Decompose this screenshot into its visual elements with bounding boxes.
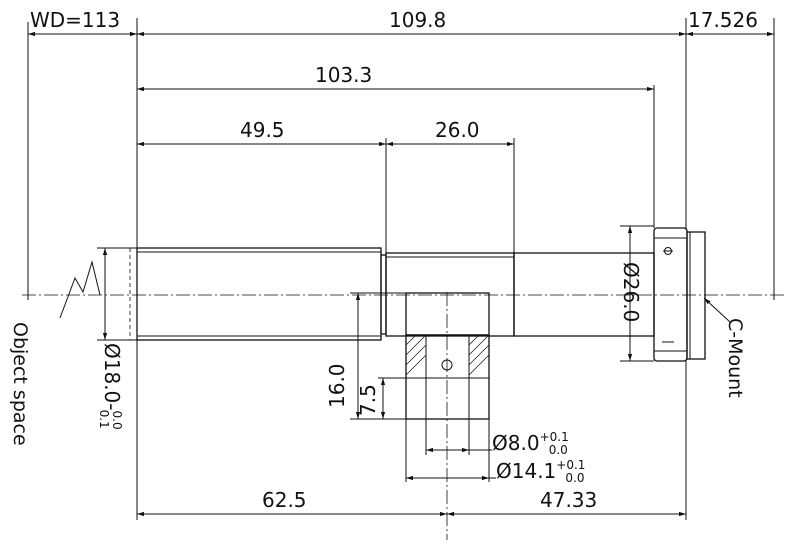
step-ring xyxy=(380,254,387,335)
front-to-center-label: 62.5 xyxy=(262,488,307,512)
overall-length-label: 109.8 xyxy=(389,8,446,32)
illumination-port xyxy=(405,292,490,540)
rear-diameter-label: Ø26.0 xyxy=(619,262,643,322)
dimension-lines xyxy=(28,31,774,517)
front-barrel xyxy=(136,247,382,341)
middle-section xyxy=(385,252,515,337)
center-to-mount-label: 47.33 xyxy=(540,488,597,512)
extension-lines xyxy=(27,18,775,520)
length-to-flange-label: 103.3 xyxy=(315,63,372,87)
working-distance-label: WD=113 xyxy=(30,8,120,32)
object-space-label: Object space xyxy=(9,322,31,446)
c-mount-label: C-Mount xyxy=(724,318,746,398)
lens-body xyxy=(129,227,706,362)
c-mount-thread xyxy=(686,231,706,360)
port-thread-hatch xyxy=(405,334,490,376)
flange-distance-label: 17.526 xyxy=(688,8,758,32)
front-barrel-length-label: 49.5 xyxy=(240,118,285,142)
port-height-label: 16.0 xyxy=(325,363,349,408)
axis-break-mark xyxy=(59,260,101,319)
middle-section-length-label: 26.0 xyxy=(435,118,480,142)
front-diameter-label: Ø18.0-0.00.1 xyxy=(97,343,124,430)
port-recess-label: 7.5 xyxy=(356,384,380,416)
